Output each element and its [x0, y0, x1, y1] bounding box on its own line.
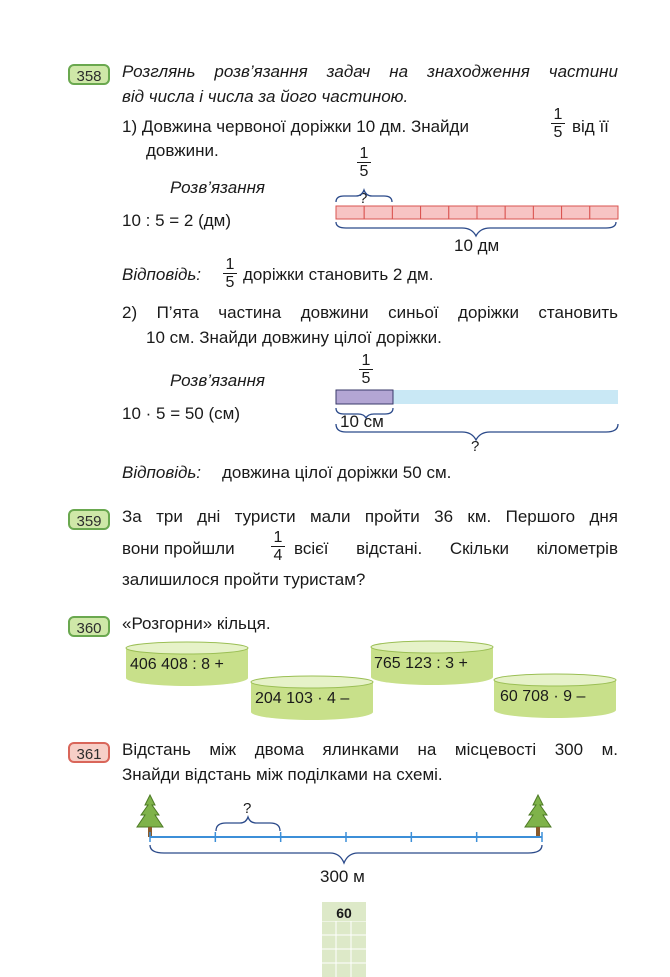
- part2-answer-label: Відповідь:: [122, 463, 202, 482]
- part1-text-line2: довжини.: [146, 141, 219, 160]
- part2-answer-text: довжина цілої доріжки 50 см.: [222, 463, 452, 482]
- ring-1-expression: 406 408 : 8 +: [130, 656, 224, 673]
- ring-4-sign: –: [576, 688, 586, 705]
- part1-top-brace: [335, 187, 393, 203]
- part1-bottom-brace: [335, 221, 617, 238]
- ring-2-sign: –: [340, 690, 350, 707]
- task-358-intro-line1: Розглянь розв’язання задач на знаходженн…: [122, 62, 618, 81]
- red-track-segment: [391, 205, 422, 220]
- part1-answer-label: Відповідь:: [122, 265, 202, 284]
- part2-text-line2: 10 см. Знайди довжину цілої доріжки.: [146, 328, 442, 347]
- scale-ticks: [149, 832, 543, 842]
- task-number-359: 359: [68, 509, 110, 530]
- red-track-segment: [448, 205, 478, 220]
- tree-right-icon: [524, 793, 552, 837]
- blue-track-diagram: [335, 389, 619, 442]
- red-track-segment: [420, 205, 450, 220]
- task-361-line2: Знайди відстань між поділками на схемі.: [122, 765, 443, 784]
- task-359-line2-start: вони пройшли: [122, 539, 235, 558]
- red-track: [335, 205, 619, 220]
- ring-4-expression: 60 708 · 9 –: [500, 688, 586, 705]
- page-number: 60: [336, 905, 352, 921]
- ring-3-expression: 765 123 : 3 +: [374, 655, 468, 672]
- scale-top-brace: [215, 814, 281, 832]
- task-361-line1: Відстань між двома ялинками на місцевост…: [122, 740, 618, 759]
- task-359-line2-end: всієї відстані. Скільки кілометрів: [294, 539, 618, 558]
- red-track-segment: [504, 205, 534, 220]
- task-361-diagram-question: ?: [243, 800, 252, 817]
- task-360-text: «Розгорни» кільця.: [122, 614, 271, 633]
- purple-part: [335, 389, 394, 405]
- red-track-segment: [561, 205, 591, 220]
- tree-scale-diagram: [136, 793, 552, 865]
- ring-shape-3: [370, 640, 494, 685]
- part2-text-line1: 2) П’ята частина довжини синьої доріжки …: [122, 303, 618, 322]
- task-359-line1: За три дні туристи мали пройти 36 км. Пе…: [122, 507, 618, 526]
- part2-diagram-part: 10 см: [340, 412, 384, 431]
- part1-answer-text: доріжки становить 2 дм.: [243, 265, 434, 284]
- part1-text-line1: 1) Довжина червоної доріжки 10 дм. Знайд…: [122, 117, 469, 136]
- ring-shape-1: [125, 641, 249, 686]
- red-track-segment: [589, 205, 619, 220]
- red-track-segment: [335, 205, 365, 220]
- ring-1-sign: +: [214, 656, 224, 673]
- ring-shape-2: [250, 675, 374, 720]
- part1-diagram-question: ?: [359, 190, 368, 207]
- red-track-segment: [363, 205, 393, 220]
- red-track-segment: [532, 205, 563, 220]
- task-number-358: 358: [68, 64, 110, 85]
- part2-bottom-brace: [335, 423, 619, 442]
- ring-2-expression: 204 103 · 4 –: [255, 690, 350, 707]
- part2-diagram-question: ?: [471, 438, 480, 455]
- page-grid: [322, 921, 366, 977]
- task-number-361: 361: [68, 742, 110, 763]
- part2-small-brace: [335, 407, 394, 420]
- ring-3-sign: +: [458, 655, 468, 672]
- part2-solution-label: Розв’язання: [170, 371, 266, 390]
- task-361-diagram-total: 300 м: [320, 867, 365, 886]
- task-358-intro-line2: від числа і числа за його частиною.: [122, 87, 409, 106]
- ring-shape-4: [493, 673, 617, 718]
- blue-track: [336, 390, 618, 404]
- red-track-segment: [476, 205, 506, 220]
- tree-left-icon: [136, 793, 164, 837]
- red-track-diagram: [335, 187, 619, 238]
- part1-solution-label: Розв’язання: [170, 178, 266, 197]
- page-number-box: 60: [322, 902, 366, 977]
- part1-diagram-total: 10 дм: [454, 236, 500, 255]
- scale-bottom-brace: [149, 844, 543, 865]
- part1-equation: 10 : 5 = 2 (дм): [122, 211, 232, 230]
- task-number-360: 360: [68, 616, 110, 637]
- part1-text-line1-end: від її: [572, 117, 609, 136]
- task-359-line3: залишилося пройти туристам?: [122, 570, 366, 589]
- part2-equation: 10 · 5 = 50 (см): [122, 404, 240, 423]
